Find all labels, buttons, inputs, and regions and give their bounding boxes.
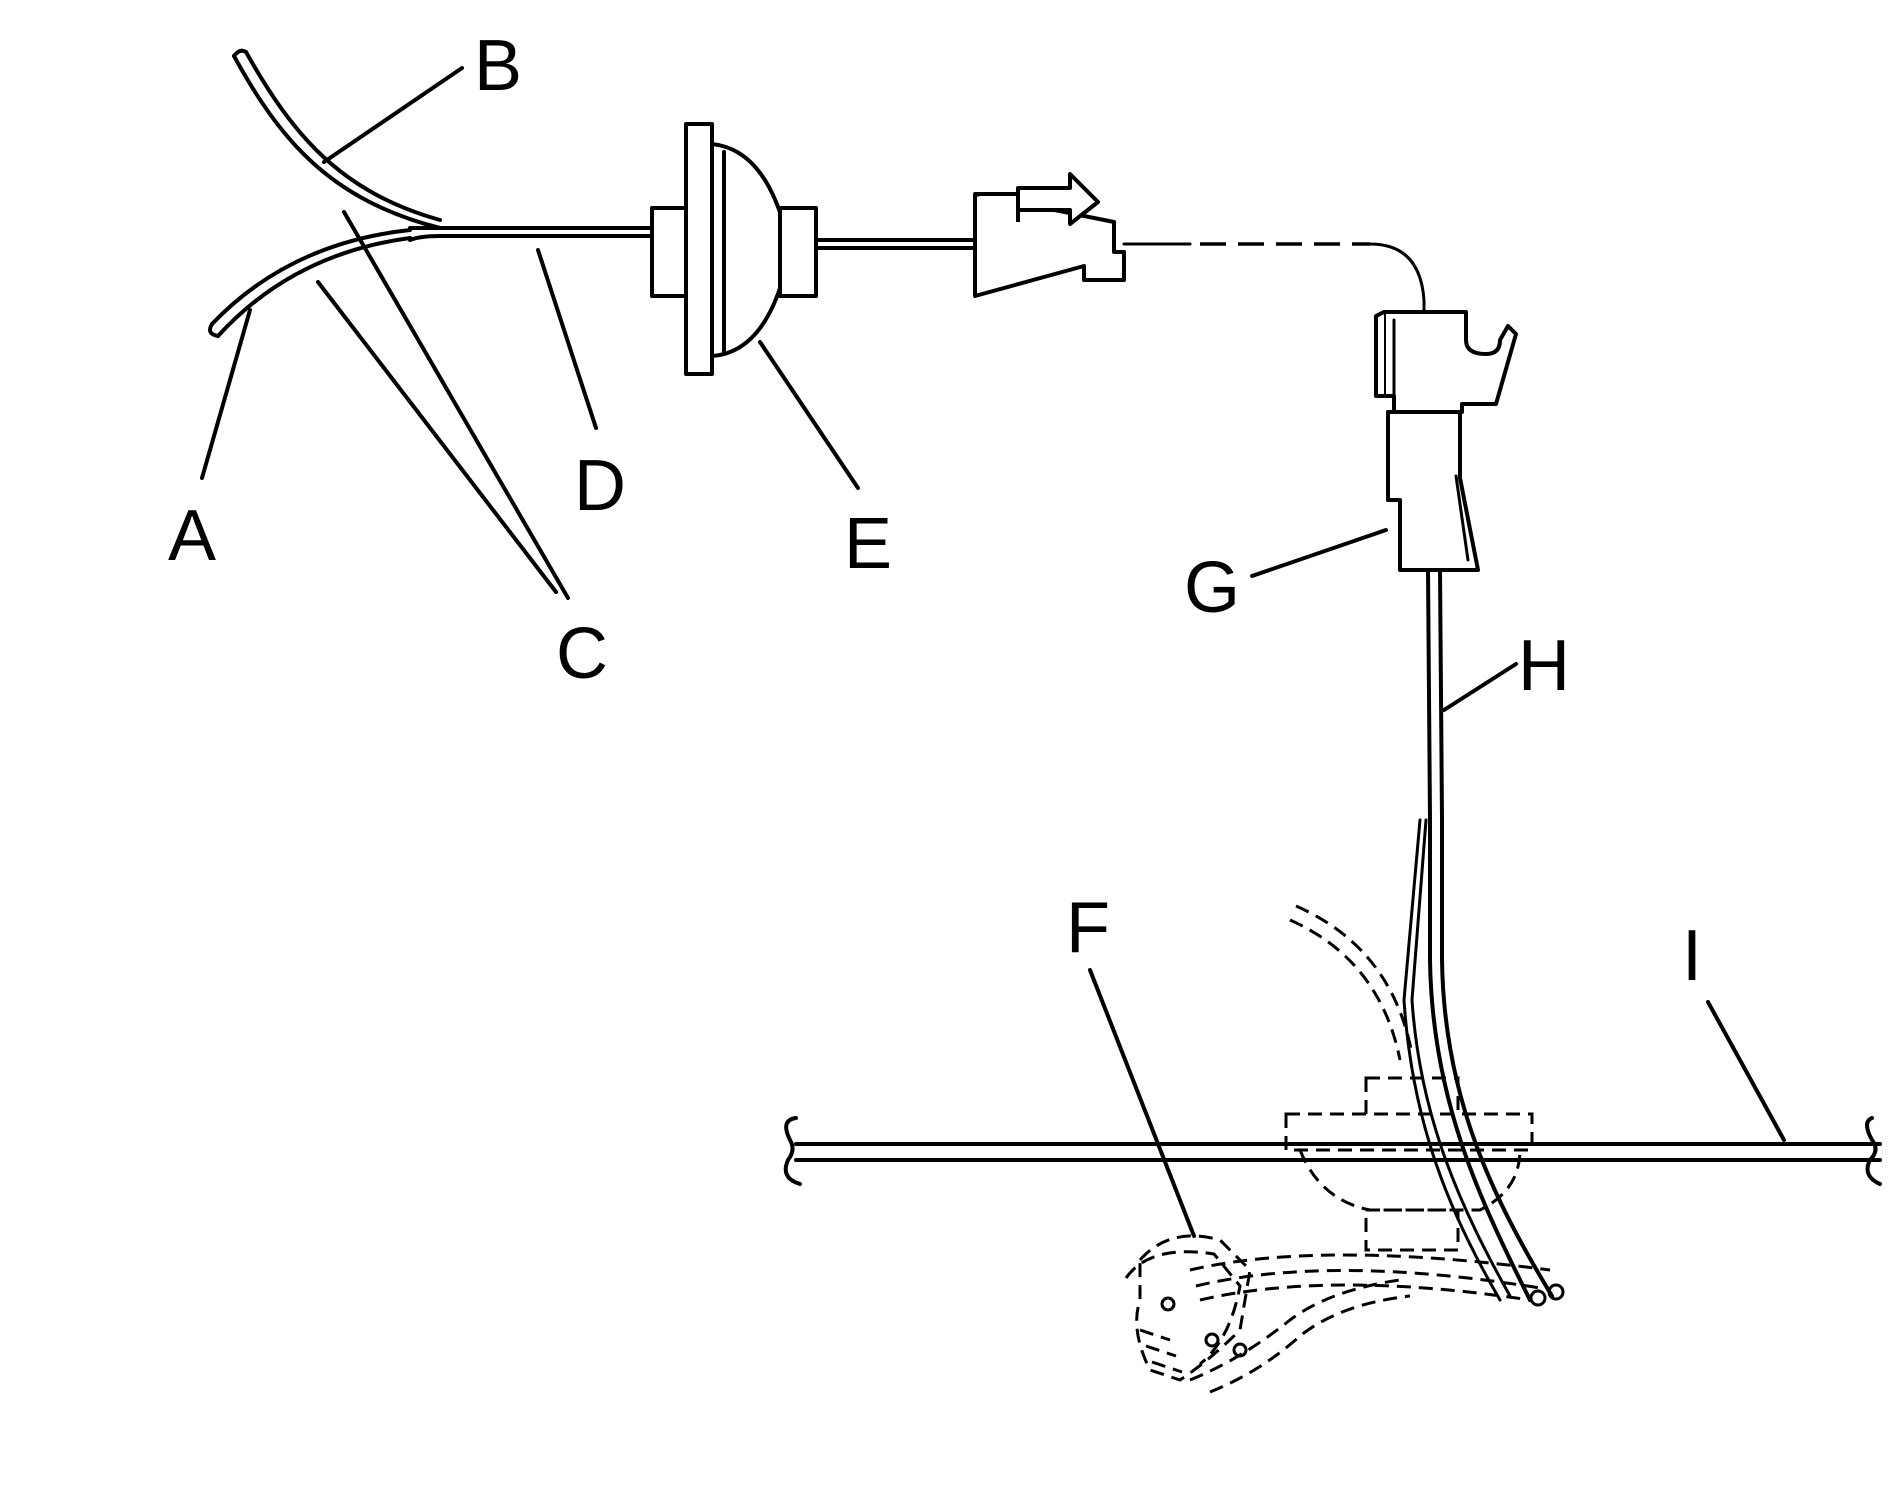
grommet-e (650, 122, 818, 376)
tube-to-connector (814, 238, 977, 250)
label-d: D (574, 446, 626, 526)
panel-i (783, 1116, 1882, 1186)
label-b: B (474, 26, 522, 106)
leader-h (1442, 662, 1518, 712)
inline-connector (973, 172, 1126, 298)
label-e: E (844, 504, 892, 584)
label-c: C (556, 614, 608, 694)
leader-g (1250, 528, 1388, 578)
wire-h (1402, 568, 1554, 1302)
leader-f (1088, 968, 1196, 1238)
leader-a (200, 308, 252, 480)
leader-c1 (342, 210, 570, 600)
hidden-component-f (1124, 904, 1565, 1394)
label-i: I (1682, 916, 1702, 996)
leader-lines (200, 66, 1786, 1238)
leader-b (322, 66, 464, 164)
label-a: A (168, 496, 216, 576)
connector-g (1374, 310, 1518, 572)
leader-d (536, 248, 598, 430)
leader-e (758, 340, 860, 490)
wire-to-g (1122, 242, 1426, 314)
hose-b (232, 48, 442, 230)
label-g: G (1184, 548, 1240, 628)
tube-d (408, 226, 662, 242)
leader-i (1706, 1000, 1786, 1142)
label-f: F (1066, 888, 1110, 968)
callouts: A B C D E F G H I (168, 26, 1702, 996)
leader-c2 (316, 280, 558, 594)
label-h: H (1518, 626, 1570, 706)
hose-a (208, 228, 412, 338)
